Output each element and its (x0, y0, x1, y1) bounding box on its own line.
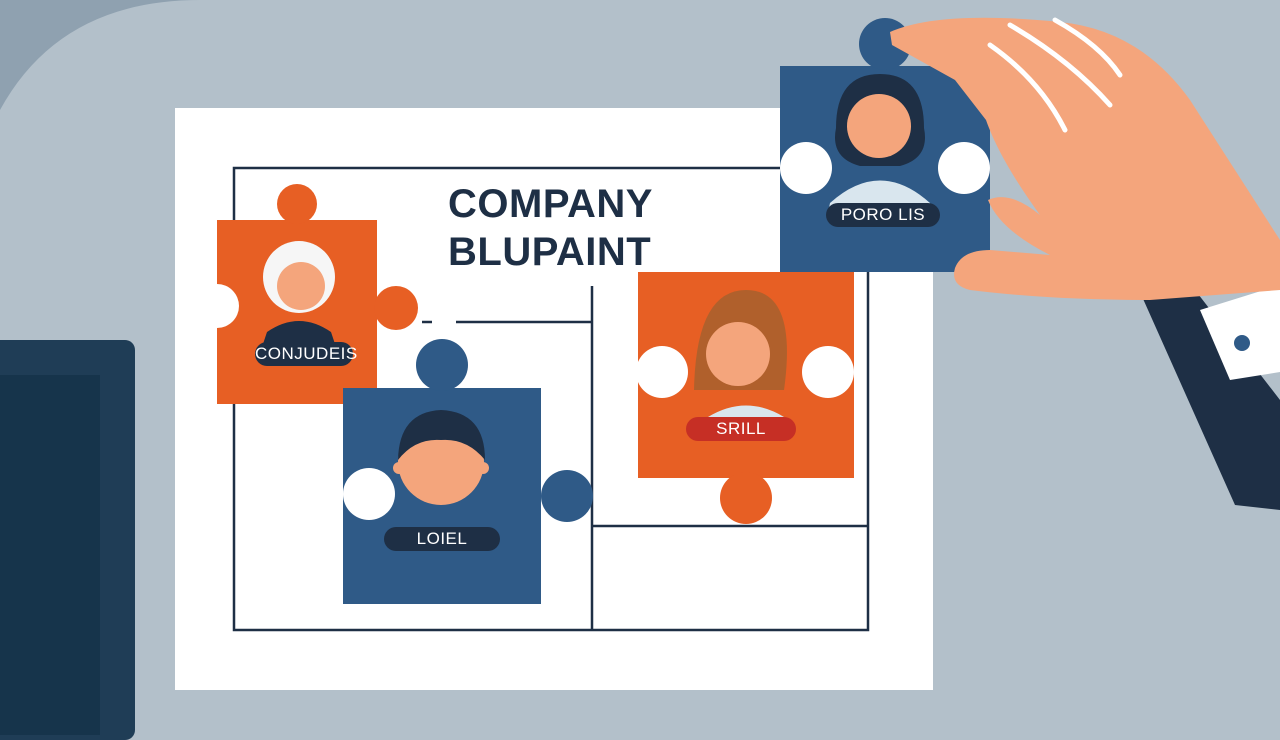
piece-label: SRILL (686, 417, 796, 441)
puzzle-piece-shape (343, 339, 593, 604)
puzzle-piece-shape (636, 272, 854, 524)
person-avatar-icon (393, 410, 489, 505)
puzzle-piece-shape (195, 184, 418, 404)
person-avatar-icon (694, 290, 790, 420)
person-avatar-icon (263, 241, 335, 344)
cufflink-icon (1234, 335, 1250, 351)
shirt-cuff (1200, 285, 1280, 380)
hand-illustration (890, 17, 1280, 510)
puzzle-piece-orange-right[interactable]: SRILL (636, 272, 854, 526)
title-line-2: BLUPAINT (448, 230, 652, 274)
blueprint-title: COMPANY BLUPAINT (448, 180, 653, 276)
puzzle-piece-orange-left[interactable]: CONJUDEIS (195, 182, 422, 404)
puzzle-piece-blue-bottom[interactable]: LOIEL (343, 339, 593, 605)
piece-label: CONJUDEIS (255, 342, 357, 366)
background-arc (0, 0, 200, 110)
piece-label: LOIEL (384, 527, 500, 551)
title-line-1: COMPANY (448, 182, 653, 226)
puzzle-piece-blue-held[interactable]: PORO LIS (780, 18, 992, 274)
monitor-screen (0, 375, 100, 735)
monitor-illustration (0, 340, 135, 740)
piece-label: PORO LIS (826, 203, 940, 227)
